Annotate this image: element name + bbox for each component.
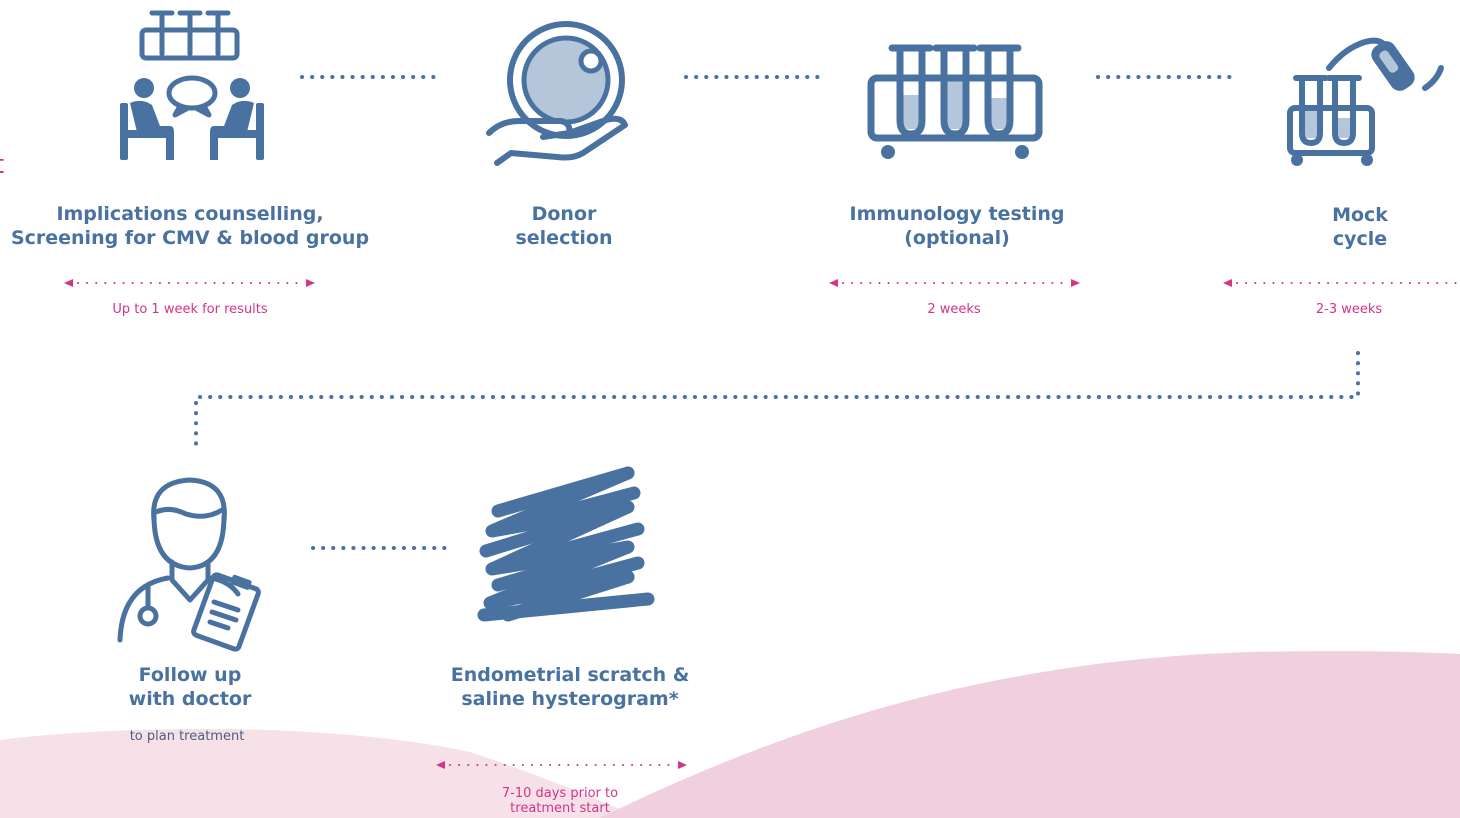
test-tubes-icon [867, 44, 1043, 159]
step-label-mock: Mock cycle [1332, 204, 1388, 250]
step-label-donor: Donor selection [515, 203, 613, 249]
step-sublabel-followup: to plan treatment [129, 729, 245, 744]
connector-4-5 [194, 351, 1360, 447]
edge-heading-fragment: t [0, 150, 4, 180]
duration-text-scratch: 7-10 days prior to treatment start [501, 786, 619, 816]
counselling-icon [120, 10, 264, 160]
scribble-icon [477, 466, 655, 622]
duration-arrow-immunology [829, 279, 1080, 287]
duration-text-mock: 2-3 weeks [1315, 302, 1383, 317]
duration-text-counselling: Up to 1 week for results [112, 302, 268, 317]
step-label-counselling: Implications counselling, Screening for … [10, 203, 370, 249]
duration-arrow-scratch [436, 761, 687, 769]
duration-text-immunology: 2 weeks [927, 302, 981, 317]
egg-in-hand-icon [486, 21, 628, 166]
doctor-icon [117, 477, 261, 652]
step-label-scratch: Endometrial scratch & saline hysterogram… [450, 664, 690, 710]
step-label-followup: Follow up with doctor [128, 664, 252, 710]
step-label-immunology: Immunology testing (optional) [849, 203, 1065, 249]
ultrasound-tubes-icon [1287, 37, 1444, 166]
duration-arrow-counselling [64, 279, 315, 287]
duration-arrow-mock [1223, 279, 1460, 287]
